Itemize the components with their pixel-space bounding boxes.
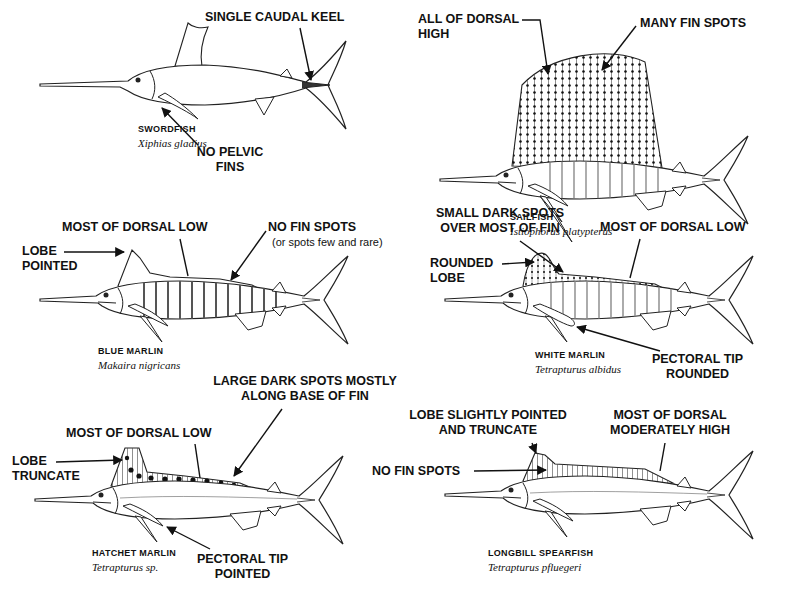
pectoral-fin (533, 304, 574, 326)
callout-label: SINGLE CAUDAL KEEL (205, 10, 344, 25)
scientific-name: Tetrapturus albidus (535, 363, 621, 376)
second-dorsal-fin (280, 69, 292, 78)
leader-arrow (300, 28, 311, 80)
common-name: SWORDFISH (138, 124, 196, 135)
leader-arrow (520, 241, 563, 272)
fish-body (40, 41, 346, 129)
callout-label: SMALL DARK SPOTS OVER MOST OF FIN (430, 206, 570, 236)
callout-label: LOBE SLIGHTLY POINTED AND TRUNCATE (398, 408, 578, 438)
callout-label: MOST OF DORSAL LOW (62, 220, 208, 235)
leader-lines (56, 20, 665, 549)
sail-spots (512, 54, 662, 168)
common-name: WHITE MARLIN (535, 350, 605, 361)
fins (503, 282, 725, 342)
eye (136, 78, 141, 83)
callout-label: NO FIN SPOTS (268, 220, 356, 235)
hatchet-marlin-drawing (35, 448, 343, 544)
lateral-line (120, 496, 297, 499)
scientific-name: Tetrapturus pfluegeri (488, 561, 581, 574)
fins (503, 477, 725, 537)
leader-line (660, 443, 665, 471)
callout-label: LOBE POINTED (22, 244, 86, 274)
scientific-name: Tetrapturus sp. (92, 561, 158, 574)
leader-arrow (234, 409, 282, 476)
leader-arrow (602, 26, 636, 70)
sail-fin (512, 54, 662, 168)
leader-line (180, 239, 188, 276)
pectoral-fin (123, 504, 163, 526)
callout-label: LARGE DARK SPOTS MOSTLY ALONG BASE OF FI… (205, 374, 405, 404)
callout-label: NO FIN SPOTS (372, 464, 460, 479)
leader-arrow (56, 460, 122, 462)
callout-label: LOBE TRUNCATE (12, 454, 92, 484)
scientific-name: Xiphias gladius (138, 137, 207, 150)
leader-arrow (502, 262, 534, 264)
callout-label: MANY FIN SPOTS (640, 16, 746, 31)
common-name: HATCHET MARLIN (92, 548, 176, 559)
callout-label: MOST OF DORSAL LOW (600, 220, 746, 235)
pectoral-fin (158, 93, 198, 119)
anal-fin (255, 97, 274, 115)
leader-arrow (64, 251, 124, 252)
callout-label: PECTORAL TIP ROUNDED (645, 352, 750, 382)
fish-body (40, 256, 348, 344)
fins (93, 482, 315, 542)
pectoral-fin (128, 304, 168, 326)
fish-body (35, 456, 343, 544)
leader-arrow (577, 327, 660, 351)
leader-arrow (522, 20, 548, 74)
fins (98, 282, 320, 342)
callout-label: MOST OF DORSAL MODERATELY HIGH (600, 408, 740, 438)
leader-arrow (167, 527, 210, 549)
leader-arrow (474, 470, 546, 471)
dorsal-fin (175, 23, 208, 67)
callout-note: (or spots few and rare) (272, 236, 383, 249)
callout-label: NO PELVIC FINS (190, 145, 270, 175)
leader-arrow (231, 231, 266, 280)
common-name: BLUE MARLIN (98, 346, 163, 357)
longbill-spearfish-drawing (445, 451, 753, 539)
lateral-line (530, 491, 707, 494)
leader-line (630, 239, 640, 278)
leader-arrow (532, 443, 536, 453)
pectoral-fin (533, 499, 573, 521)
gill-line (150, 71, 155, 99)
leader-line (195, 444, 200, 478)
callout-label: ALL OF DORSAL HIGH (418, 12, 530, 42)
pectoral-fin (528, 184, 568, 206)
caudal-keel (302, 82, 330, 88)
callout-label: ROUNDED LOBE (430, 256, 506, 286)
swordfish-drawing (40, 23, 346, 129)
common-name: LONGBILL SPEARFISH (488, 548, 593, 559)
scientific-name: Makaira nigricans (98, 359, 180, 372)
callout-label: MOST OF DORSAL LOW (66, 426, 212, 441)
callout-label: PECTORAL TIP POINTED (190, 552, 295, 582)
blue-marlin-drawing (40, 250, 348, 344)
fish-body (445, 451, 753, 539)
